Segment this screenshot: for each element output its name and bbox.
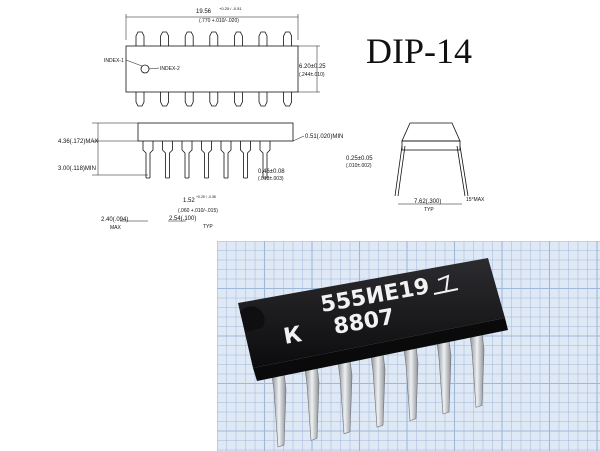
chip-marking-prefix: К bbox=[282, 322, 304, 350]
top-pin-upper bbox=[209, 31, 219, 46]
top-pin-upper bbox=[258, 31, 268, 46]
width-inch: (.244±.010) bbox=[299, 72, 325, 78]
length-dim: 19.56 bbox=[196, 9, 212, 15]
package-title: DIP-14 bbox=[366, 31, 472, 71]
shoulder-dim: 1.52 bbox=[183, 198, 195, 204]
lead-thick-dim: 0.25±0.05 bbox=[346, 156, 373, 162]
top-pin-upper bbox=[184, 31, 194, 46]
pitch-dim: 2.54(.100) bbox=[169, 216, 196, 222]
angle-dim: 15°MAX bbox=[466, 197, 485, 203]
length-tol: +0.25 / -0.51 bbox=[219, 6, 242, 11]
top-pin-lower bbox=[234, 92, 243, 107]
shoulder-inch: (.060 +.010/-.015) bbox=[178, 208, 218, 214]
end-view: 0.25±0.05 (.010±.002) 7.62(.300) TYP 15°… bbox=[346, 122, 485, 213]
top-view: 19.56 +0.25 / -0.51 (.770 +.010/-.020) 6… bbox=[104, 6, 326, 107]
top-pins-lower bbox=[135, 92, 292, 107]
min-lead-dim: 3.00(.118)MIN bbox=[58, 166, 96, 172]
side-lead bbox=[259, 141, 271, 179]
top-pins-upper bbox=[135, 31, 292, 46]
top-pin-upper bbox=[160, 31, 169, 46]
max-height-dim: 4.36(.172)MAX bbox=[58, 139, 98, 145]
seat-min-dim: 0.51(.020)MIN bbox=[305, 134, 343, 140]
lead-width-dim: 0.46±0.08 bbox=[258, 169, 285, 175]
manufacturer-logo-icon bbox=[433, 274, 459, 295]
chip-body-edge bbox=[253, 318, 508, 381]
top-pin-lower bbox=[283, 92, 292, 107]
top-pin-lower bbox=[258, 92, 268, 107]
pitch-note: TYP bbox=[203, 224, 213, 230]
side-lead bbox=[201, 141, 212, 179]
shoulder-tol: +0.25 / -0.38 bbox=[196, 195, 216, 199]
index2-label: INDEX-2 bbox=[160, 66, 180, 72]
chip-notch bbox=[240, 306, 265, 332]
side-lead bbox=[220, 141, 232, 179]
top-pin-lower bbox=[209, 92, 219, 107]
side-view-body bbox=[137, 122, 294, 142]
side-view: 4.36(.172)MAX 3.00(.118)MIN 0.51(.020)MI… bbox=[58, 122, 343, 231]
chip-body bbox=[238, 258, 505, 368]
chip-pins bbox=[271, 333, 485, 448]
side-lead bbox=[181, 141, 193, 179]
chip-photo: 555ИЕ19 К 8807 bbox=[217, 241, 600, 451]
lead-thick-inch: (.010±.002) bbox=[346, 163, 372, 169]
row-note: TYP bbox=[424, 207, 434, 213]
end-view-lead-right bbox=[456, 145, 469, 197]
side-lead bbox=[240, 141, 251, 179]
top-pin-lower bbox=[184, 92, 194, 107]
index1-label: INDEX-1 bbox=[104, 58, 124, 64]
index-notch bbox=[140, 64, 150, 74]
length-inch: (.770 +.010/-.020) bbox=[199, 18, 239, 24]
end-view-body-top bbox=[401, 122, 461, 142]
end-note: MAX bbox=[110, 225, 122, 231]
lead-width-inch: (.018±.003) bbox=[258, 176, 284, 182]
top-pin-upper bbox=[135, 31, 145, 46]
end-view-lead-left bbox=[394, 145, 406, 197]
top-pin-upper bbox=[283, 31, 292, 46]
top-pin-upper bbox=[234, 31, 243, 46]
top-pin-lower bbox=[160, 92, 169, 107]
top-view-body bbox=[125, 45, 299, 93]
side-lead bbox=[142, 141, 154, 179]
side-leads bbox=[142, 141, 271, 179]
end-view-body-bottom bbox=[401, 140, 461, 151]
top-pin-lower bbox=[135, 92, 145, 107]
width-dim: 6.20±0.25 bbox=[299, 64, 326, 70]
row-spacing-dim: 7.62(.300) bbox=[414, 199, 441, 205]
end-dim: 2.40(.094) bbox=[101, 217, 128, 223]
side-lead bbox=[162, 141, 173, 179]
